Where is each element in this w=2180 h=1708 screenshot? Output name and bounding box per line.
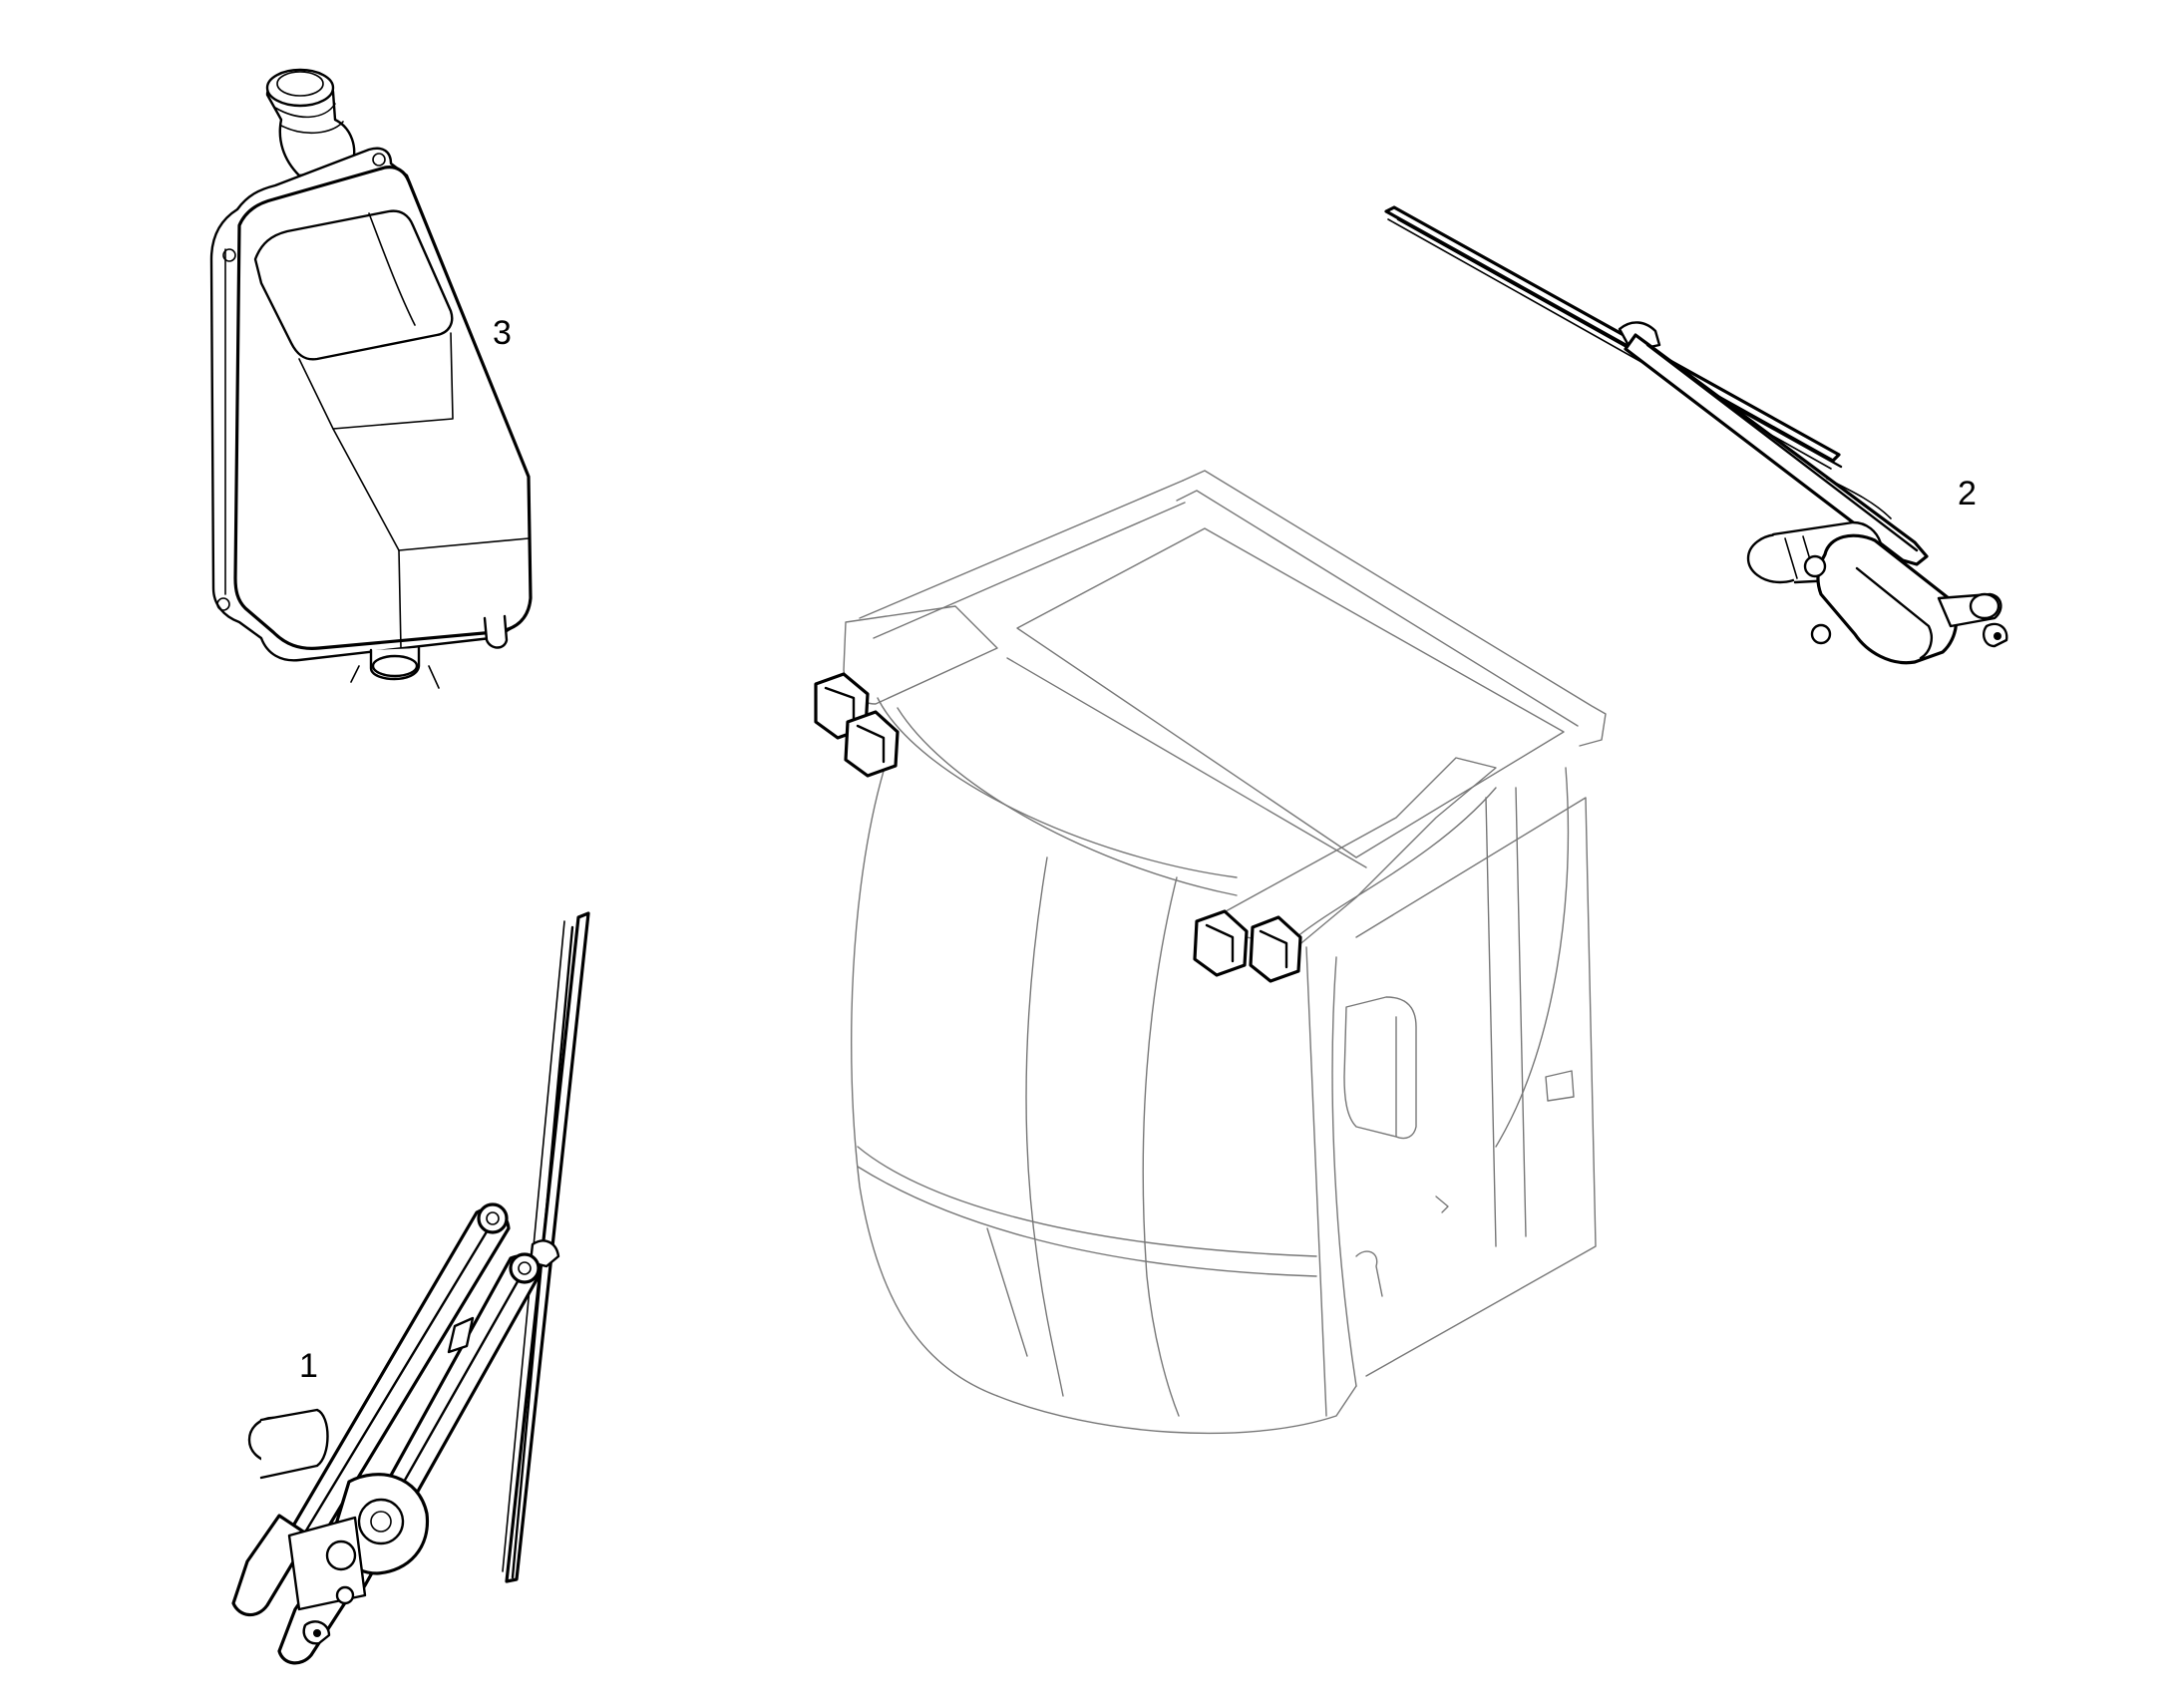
washer-reservoir-part xyxy=(209,68,533,689)
cab-work-lights xyxy=(814,672,1302,983)
rear-wiper-assembly-part xyxy=(1384,205,2008,665)
callout-label-1: 1 xyxy=(299,1347,318,1385)
cab-body-context xyxy=(843,470,1607,1435)
front-wiper-assembly-part xyxy=(231,911,590,1665)
callout-label-2: 2 xyxy=(1958,475,1977,512)
callout-label-3: 3 xyxy=(493,314,512,352)
